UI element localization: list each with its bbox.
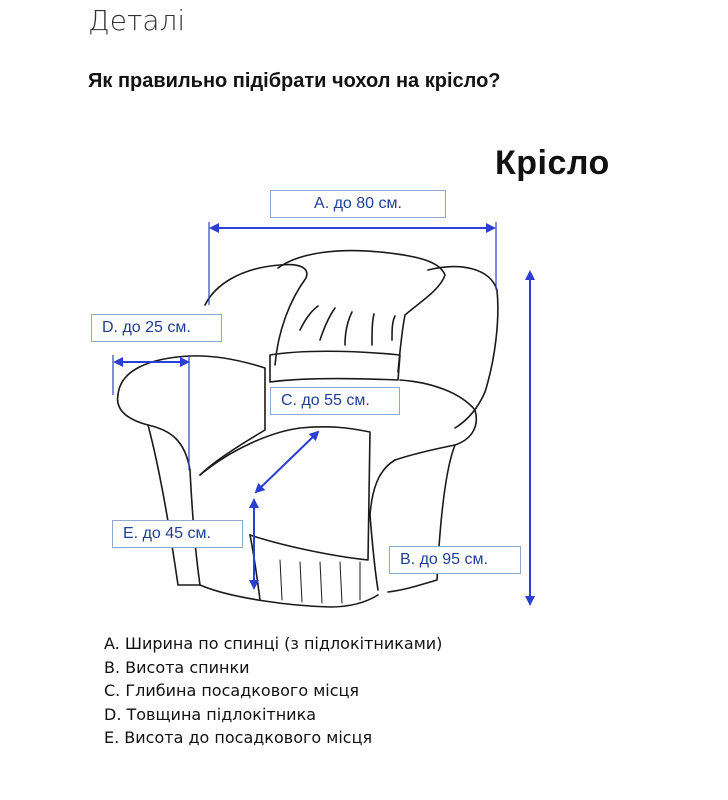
- label-a-width: A. до 80 см.: [270, 190, 446, 218]
- chair-diagram-title: Крісло: [495, 144, 610, 182]
- legend-item: B. Висота спинки: [104, 657, 250, 677]
- legend-item: E. Висота до посадкового місця: [104, 728, 373, 748]
- label-e-seat-height: E. до 45 см.: [112, 520, 243, 548]
- legend-item: C. Глибина посадкового місця: [104, 681, 360, 701]
- label-d-armrest: D. до 25 см.: [91, 314, 222, 342]
- dimension-legend: A. Ширина по спинці (з підлокітниками) B…: [104, 632, 442, 750]
- legend-item: D. Товщина підлокітника: [104, 704, 317, 724]
- legend-item: A. Ширина по спинці (з підлокітниками): [104, 634, 443, 653]
- dimension-arrows: [112, 222, 535, 606]
- armchair-drawing: [116, 249, 499, 608]
- arrow-c-depth: [254, 430, 320, 494]
- label-c-depth: C. до 55 см.: [270, 387, 400, 415]
- label-b-height: B. до 95 см.: [389, 546, 521, 574]
- sizing-question-heading: Як правильно підібрати чохол на крісло?: [88, 70, 501, 92]
- section-title: Деталі: [88, 4, 186, 37]
